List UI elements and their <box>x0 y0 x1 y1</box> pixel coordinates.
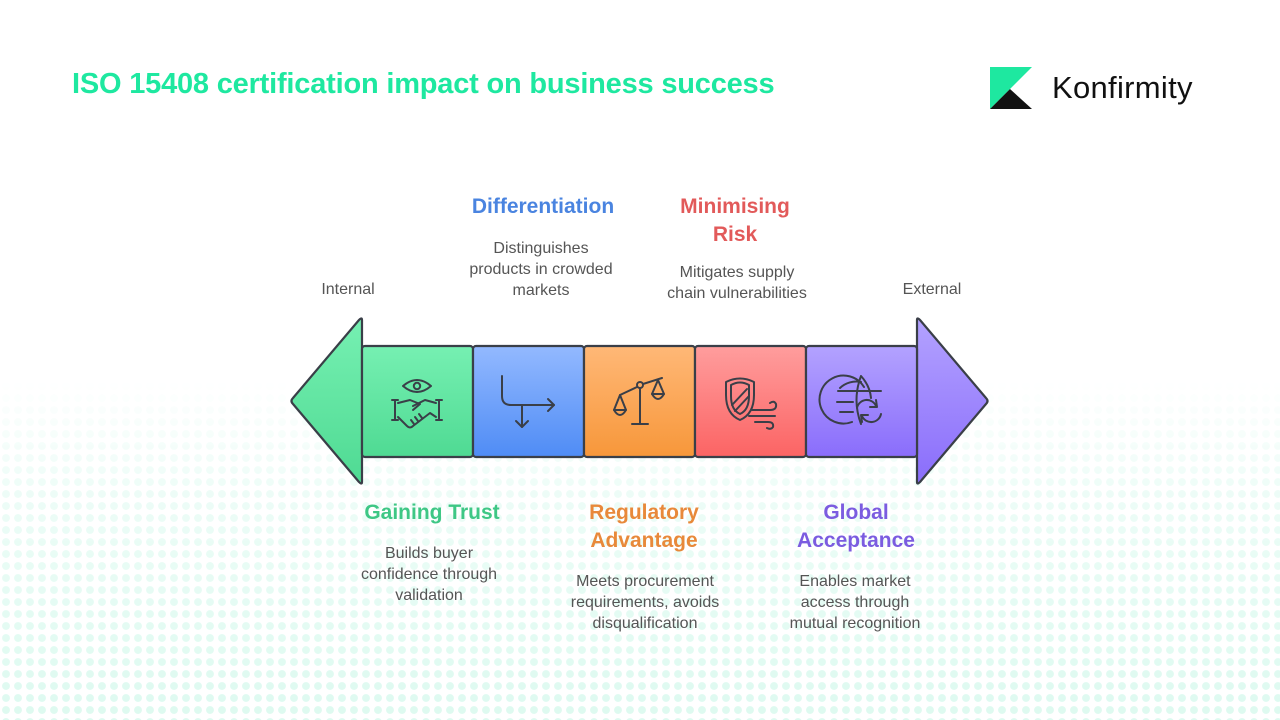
label-minimising-risk: Minimising Risk <box>680 195 790 246</box>
brand-logo: Konfirmity <box>990 66 1193 110</box>
desc-global-acceptance: Enables market access through mutual rec… <box>789 573 921 632</box>
handshake-eye-icon <box>391 379 443 429</box>
konfirmity-k-logo-icon <box>990 67 1032 109</box>
label-global-acceptance: Global Acceptance <box>797 501 915 552</box>
segment-gaining-trust <box>360 344 475 459</box>
desc-minimising-risk: Mitigates supply chain vulnerabilities <box>667 264 807 302</box>
desc-gaining-trust: Builds buyer confidence through validati… <box>360 545 498 604</box>
label-differentiation: Differentiation <box>471 195 615 218</box>
axis-label-external: External <box>902 281 962 298</box>
segment-differentiation <box>471 344 586 459</box>
left-arrowhead <box>290 317 364 485</box>
shield-wind-icon <box>725 377 778 430</box>
axis-label-internal: Internal <box>321 281 375 298</box>
label-regulatory-advantage: Regulatory Advantage <box>589 501 699 552</box>
page-title: ISO 15408 certification impact on busine… <box>72 68 775 100</box>
globe-refresh-icon <box>818 374 882 425</box>
desc-regulatory-advantage: Meets procurement requirements, avoids d… <box>570 573 720 632</box>
split-arrow-icon <box>501 375 555 428</box>
desc-differentiation: Distinguishes products in crowded market… <box>469 240 613 299</box>
label-gaining-trust: Gaining Trust <box>364 501 500 524</box>
scales-icon <box>613 377 665 425</box>
right-arrowhead <box>915 317 989 485</box>
brand-name: Konfirmity <box>1052 70 1193 105</box>
segment-minimising-risk <box>693 344 808 459</box>
